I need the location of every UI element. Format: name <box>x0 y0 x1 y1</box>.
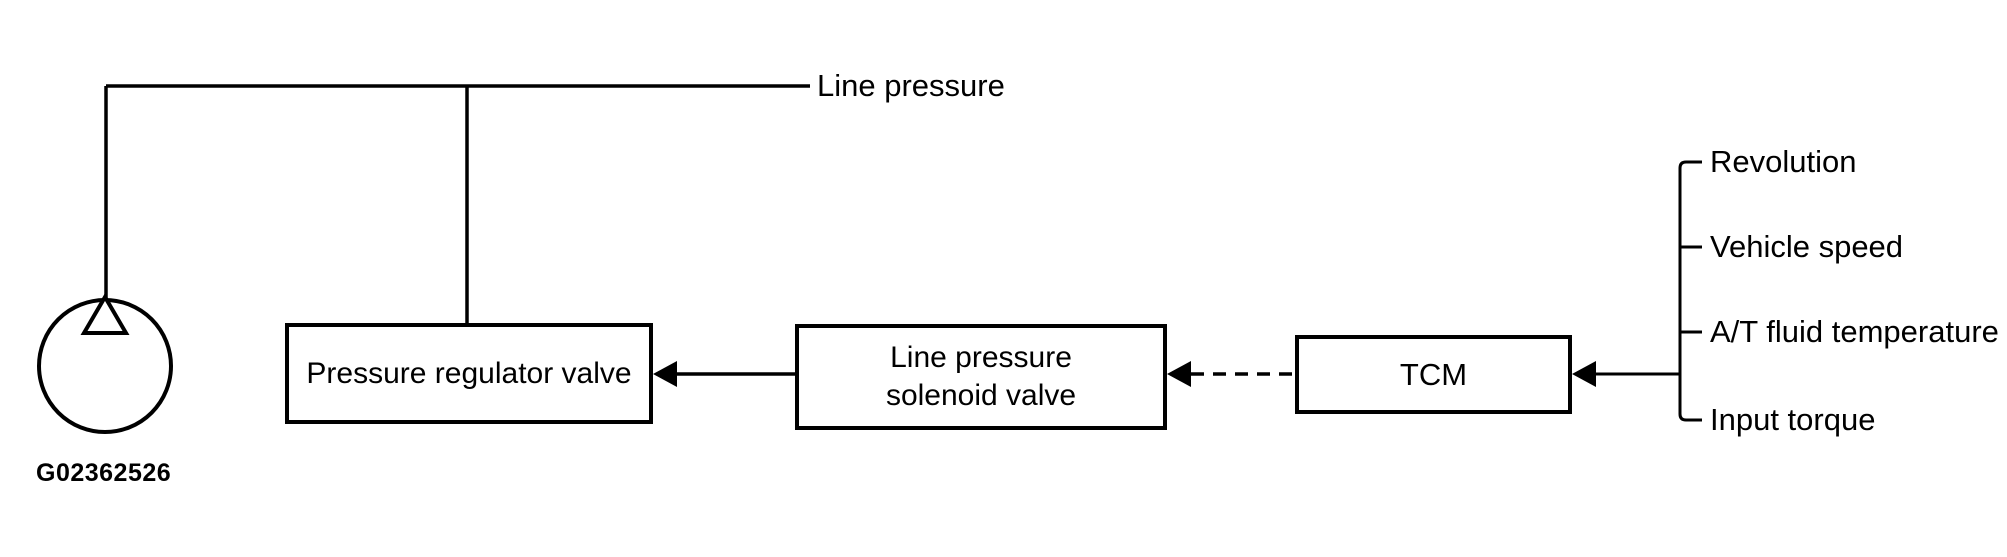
tcm-input-label-vehicle-speed: Vehicle speed <box>1710 229 1904 264</box>
tcm-inputs-bracket <box>1678 160 1702 422</box>
line-pressure-solenoid-valve-label: Line pressure solenoid valve <box>886 339 1076 415</box>
line-pressure-solenoid-valve-label-line2: solenoid valve <box>885 379 1077 412</box>
figure-id-label: G02362526 <box>36 459 172 487</box>
line-pressure-solenoid-valve-box: Line pressure solenoid valve <box>795 324 1167 430</box>
tcm-to-solenoid-arrowhead-icon <box>1167 361 1191 387</box>
pump-symbol-triangle-icon <box>80 293 130 335</box>
tcm-input-label-fluid-temperature: A/T fluid temperature <box>1710 314 1999 349</box>
solenoid-to-regulator-arrowhead-icon <box>653 361 677 387</box>
line-pressure-label: Line pressure <box>817 68 1005 103</box>
pressure-regulator-valve-box: Pressure regulator valve <box>285 323 653 424</box>
tcm-label: TCM <box>1399 356 1468 392</box>
line-pressure-solenoid-valve-label-line1: Line pressure <box>890 341 1072 374</box>
tcm-input-label-revolution: Revolution <box>1710 144 1857 179</box>
pressure-regulator-valve-label: Pressure regulator valve <box>306 356 632 390</box>
tcm-box: TCM <box>1295 335 1572 414</box>
tcm-input-label-input-torque: Input torque <box>1710 402 1876 437</box>
inputs-to-tcm-arrowhead-icon <box>1572 361 1596 387</box>
